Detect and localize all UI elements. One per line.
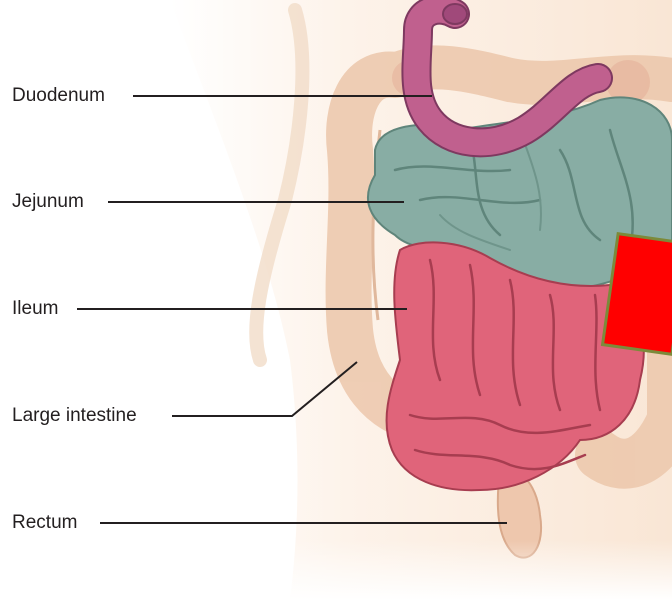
- label-ileum: Ileum: [12, 298, 58, 320]
- label-large-intestine: Large intestine: [12, 405, 137, 427]
- bottom-fade: [280, 540, 672, 600]
- label-duodenum: Duodenum: [12, 85, 105, 107]
- label-rectum: Rectum: [12, 512, 77, 534]
- label-jejunum: Jejunum: [12, 191, 84, 213]
